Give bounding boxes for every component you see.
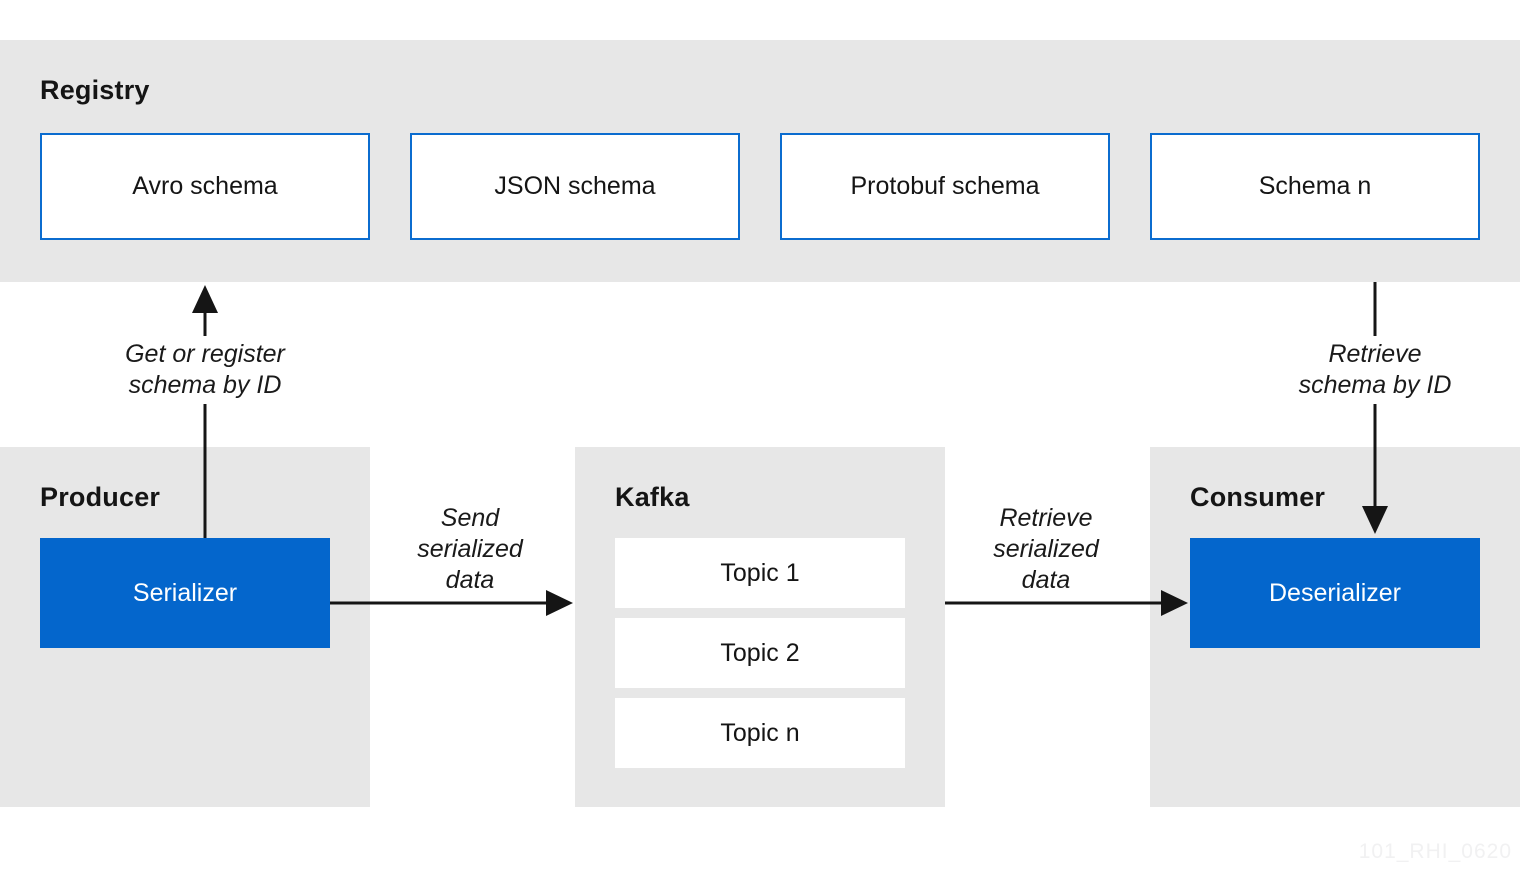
deserializer-box: Deserializer xyxy=(1190,538,1480,648)
watermark-id: 101_RHI_0620 xyxy=(1358,840,1512,863)
kafka-title: Kafka xyxy=(615,482,690,512)
topic-1-label: Topic 1 xyxy=(720,558,800,587)
get-register-line-1: Get or register xyxy=(125,340,285,368)
retrieve-data-line-2: serialized xyxy=(993,535,1099,563)
schema-n-label: Schema n xyxy=(1258,172,1372,200)
send-data-line-1: Send xyxy=(440,504,500,532)
producer-title: Producer xyxy=(40,482,161,512)
get-register-schema-label: Get or register schema by ID xyxy=(115,336,295,404)
json-schema-label: JSON schema xyxy=(494,172,656,200)
schema-n-box: Schema n xyxy=(1150,133,1480,240)
registry-title: Registry xyxy=(40,75,150,105)
arrow-right-head-1-icon xyxy=(546,590,573,616)
protobuf-schema-label: Protobuf schema xyxy=(850,172,1040,200)
topic-n-box: Topic n xyxy=(615,698,905,768)
retrieve-schema-line-1: Retrieve xyxy=(1328,340,1422,368)
avro-schema-label: Avro schema xyxy=(132,172,278,200)
deserializer-label: Deserializer xyxy=(1269,578,1401,607)
retrieve-data-line-3: data xyxy=(1021,566,1071,594)
json-schema-box: JSON schema xyxy=(410,133,740,240)
serializer-box: Serializer xyxy=(40,538,330,648)
protobuf-schema-box: Protobuf schema xyxy=(780,133,1110,240)
retrieve-schema-line-2: schema by ID xyxy=(1298,371,1452,399)
send-serialized-data-label: Send serialized data xyxy=(407,500,533,599)
arrow-up-head-icon xyxy=(192,285,218,313)
send-data-line-3: data xyxy=(445,566,495,594)
get-register-line-2: schema by ID xyxy=(128,371,282,399)
send-data-line-2: serialized xyxy=(417,535,523,563)
topic-2-label: Topic 2 xyxy=(720,638,800,667)
topic-1-box: Topic 1 xyxy=(615,538,905,608)
retrieve-schema-label: Retrieve schema by ID xyxy=(1288,336,1462,404)
topic-n-label: Topic n xyxy=(720,718,800,747)
avro-schema-box: Avro schema xyxy=(40,133,370,240)
serializer-label: Serializer xyxy=(132,578,238,607)
topic-2-box: Topic 2 xyxy=(615,618,905,688)
retrieve-serialized-data-label: Retrieve serialized data xyxy=(983,500,1109,599)
retrieve-data-line-1: Retrieve xyxy=(999,504,1093,532)
consumer-title: Consumer xyxy=(1190,482,1326,512)
